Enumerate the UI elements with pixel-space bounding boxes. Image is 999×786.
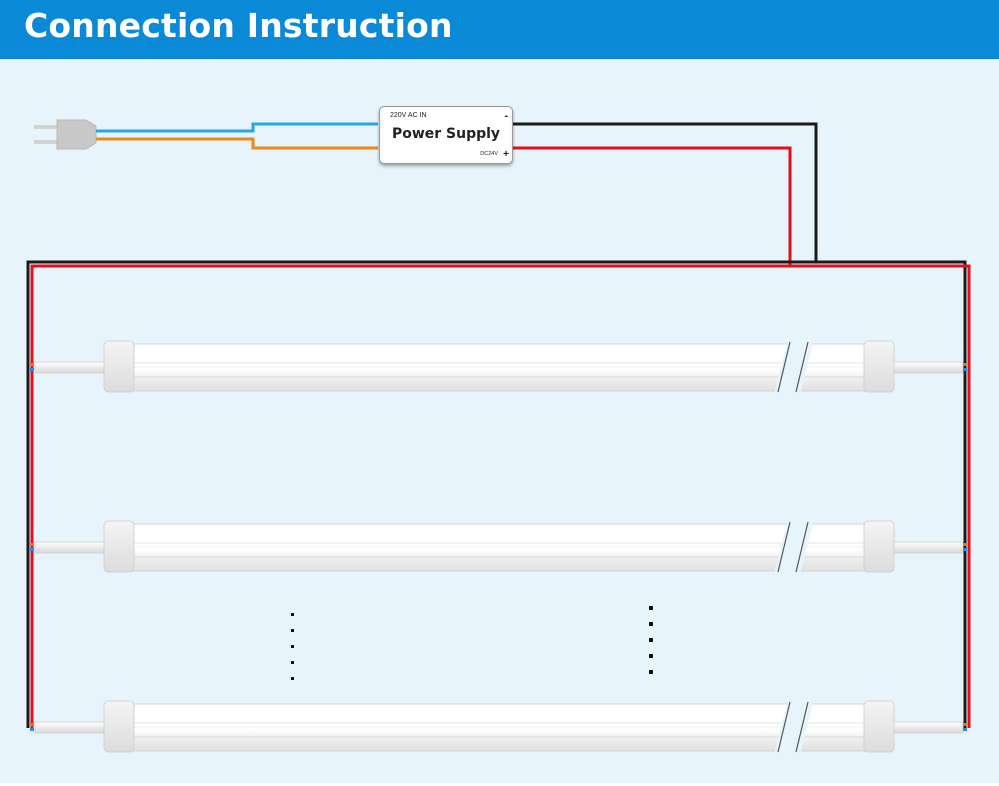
psu-title: Power Supply (391, 126, 501, 142)
led-tube-icon (29, 340, 968, 395)
positive-bus-wire (30, 264, 971, 728)
positive-output-wire (511, 146, 792, 266)
negative-output-wire (511, 122, 818, 262)
psu-plus-terminal: + (503, 149, 509, 160)
led-tube-icon (29, 700, 968, 755)
psu-input-label: 220V AC IN (390, 112, 427, 119)
neutral-wire (96, 137, 378, 150)
negative-bus-wire (26, 260, 967, 728)
psu-output-label: DC24V (480, 151, 498, 157)
header-banner: Connection Instruction (0, 0, 999, 59)
ellipsis-dots-icon (291, 613, 294, 680)
ellipsis-dots-icon (649, 606, 653, 674)
led-tube-icon (29, 520, 968, 575)
diagram-canvas (0, 59, 999, 783)
power-supply-box: 220V AC IN - Power Supply DC24V + (379, 106, 513, 164)
ac-plug-icon (34, 119, 97, 150)
psu-minus-terminal: - (504, 110, 508, 122)
live-wire (96, 122, 378, 133)
page-title: Connection Instruction (24, 6, 453, 45)
